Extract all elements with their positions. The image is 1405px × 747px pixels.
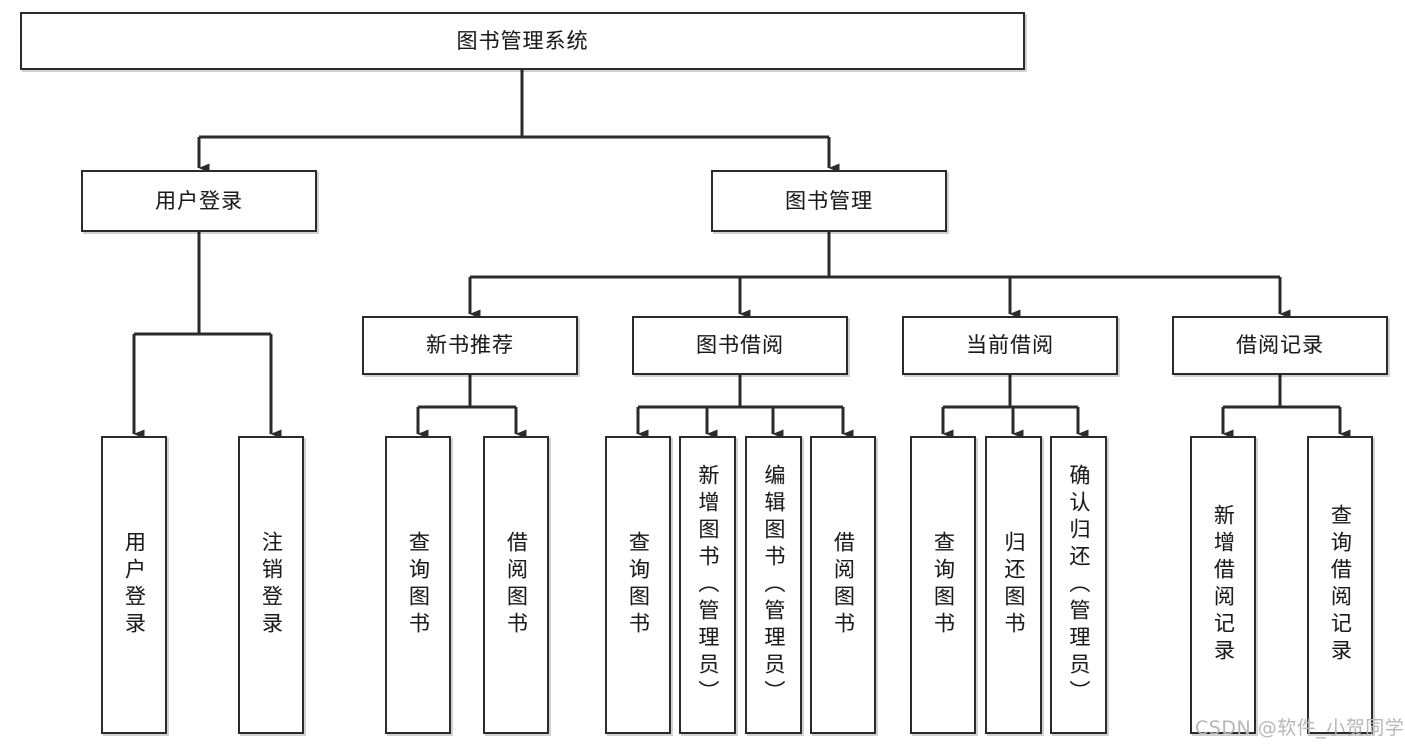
leaf-node-leaf-user-login[interactable]: 用户登录 xyxy=(101,436,167,734)
node-label: 新书推荐 xyxy=(426,333,514,358)
node-current-borrow[interactable]: 当前借阅 xyxy=(902,316,1118,375)
leaf-node-leaf-query-borrow-record[interactable]: 查询借阅记录 xyxy=(1307,436,1373,734)
root-node-root[interactable]: 图书管理系统 xyxy=(20,12,1025,70)
node-label: 编辑图书（管理员） xyxy=(761,463,786,707)
node-label: 图书借阅 xyxy=(696,333,784,358)
node-label: 查询图书 xyxy=(406,531,431,639)
node-borrow-record[interactable]: 借阅记录 xyxy=(1172,316,1388,375)
node-label: 查询图书 xyxy=(931,531,956,639)
node-label: 借阅图书 xyxy=(831,531,856,639)
leaf-node-leaf-edit-book-admin[interactable]: 编辑图书（管理员） xyxy=(745,436,802,734)
leaf-node-leaf-add-borrow-record[interactable]: 新增借阅记录 xyxy=(1190,436,1256,734)
node-label: 新增图书（管理员） xyxy=(695,463,720,707)
leaf-node-leaf-query-book-borrow[interactable]: 查询图书 xyxy=(605,436,671,734)
node-label: 图书管理 xyxy=(785,188,873,213)
connector-layer xyxy=(132,70,1351,439)
node-user-login[interactable]: 用户登录 xyxy=(81,170,317,232)
leaf-node-leaf-add-book-admin[interactable]: 新增图书（管理员） xyxy=(679,436,736,734)
node-book-manage[interactable]: 图书管理 xyxy=(711,170,947,232)
node-label: 归还图书 xyxy=(1001,531,1026,639)
leaf-node-leaf-confirm-return-admin[interactable]: 确认归还（管理员） xyxy=(1050,436,1107,734)
leaf-node-leaf-return-book[interactable]: 归还图书 xyxy=(985,436,1042,734)
node-label: 当前借阅 xyxy=(966,333,1054,358)
node-label: 新增借阅记录 xyxy=(1211,504,1236,666)
leaf-node-leaf-query-book-rec[interactable]: 查询图书 xyxy=(385,436,451,734)
node-label: 图书管理系统 xyxy=(456,28,589,53)
node-label: 查询借阅记录 xyxy=(1328,504,1353,666)
node-label: 查询图书 xyxy=(626,531,651,639)
node-label: 借阅记录 xyxy=(1236,333,1324,358)
node-new-book-recommend[interactable]: 新书推荐 xyxy=(362,316,578,375)
leaf-node-leaf-borrow-book-rec[interactable]: 借阅图书 xyxy=(483,436,549,734)
node-label: 借阅图书 xyxy=(504,531,529,639)
node-label: 确认归还（管理员） xyxy=(1066,463,1091,707)
node-book-borrow[interactable]: 图书借阅 xyxy=(632,316,848,375)
leaf-node-leaf-user-logout[interactable]: 注销登录 xyxy=(238,436,304,734)
leaf-node-leaf-borrow-book-borrow[interactable]: 借阅图书 xyxy=(810,436,876,734)
node-label: 用户登录 xyxy=(155,188,243,213)
node-label: 用户登录 xyxy=(122,531,147,639)
node-label: 注销登录 xyxy=(259,531,284,639)
leaf-node-leaf-query-book-current[interactable]: 查询图书 xyxy=(910,436,976,734)
